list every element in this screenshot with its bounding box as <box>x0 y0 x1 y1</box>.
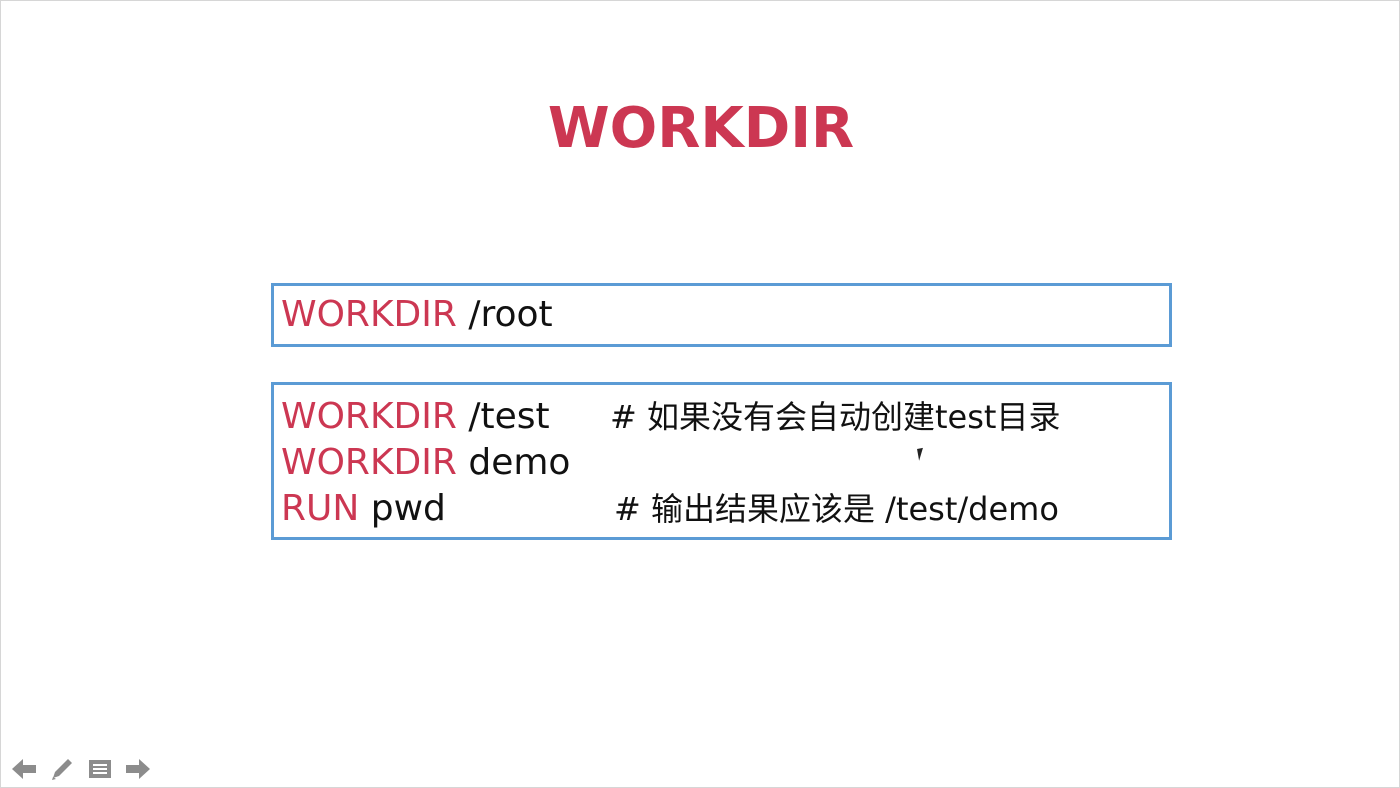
argument-root: /root <box>456 294 553 335</box>
slide-menu-icon <box>89 760 111 778</box>
code-line: WORKDIR demo <box>281 440 570 486</box>
keyword-workdir: WORKDIR <box>281 442 457 483</box>
slide-menu-button[interactable] <box>85 755 115 783</box>
arrow-left-icon <box>12 759 36 779</box>
keyword-run: RUN <box>281 488 360 529</box>
next-slide-button[interactable] <box>123 755 153 783</box>
code-line: RUN pwd <box>281 486 446 532</box>
code-line: WORKDIR /test <box>281 394 550 440</box>
prev-slide-button[interactable] <box>9 755 39 783</box>
pen-icon <box>52 759 72 780</box>
argument-pwd: pwd <box>359 488 446 529</box>
argument-demo: demo <box>456 442 571 483</box>
code-box-workdir-example: WORKDIR /test # 如果没有会自动创建test目录 WORKDIR … <box>271 382 1172 540</box>
keyword-workdir: WORKDIR <box>281 396 457 437</box>
mouse-cursor-icon <box>917 447 929 461</box>
comment-output: # 输出结果应该是 /test/demo <box>614 490 1059 528</box>
slide-controls <box>9 755 153 783</box>
code-box-root: WORKDIR /root <box>271 283 1172 347</box>
arrow-right-icon <box>126 759 150 779</box>
argument-test: /test <box>456 396 550 437</box>
keyword-workdir: WORKDIR <box>281 294 457 335</box>
comment-create-dir: # 如果没有会自动创建test目录 <box>610 398 1061 436</box>
slide-title: WORKDIR <box>547 96 855 161</box>
pen-tool-button[interactable] <box>47 755 77 783</box>
code-line: WORKDIR /root <box>281 292 553 338</box>
